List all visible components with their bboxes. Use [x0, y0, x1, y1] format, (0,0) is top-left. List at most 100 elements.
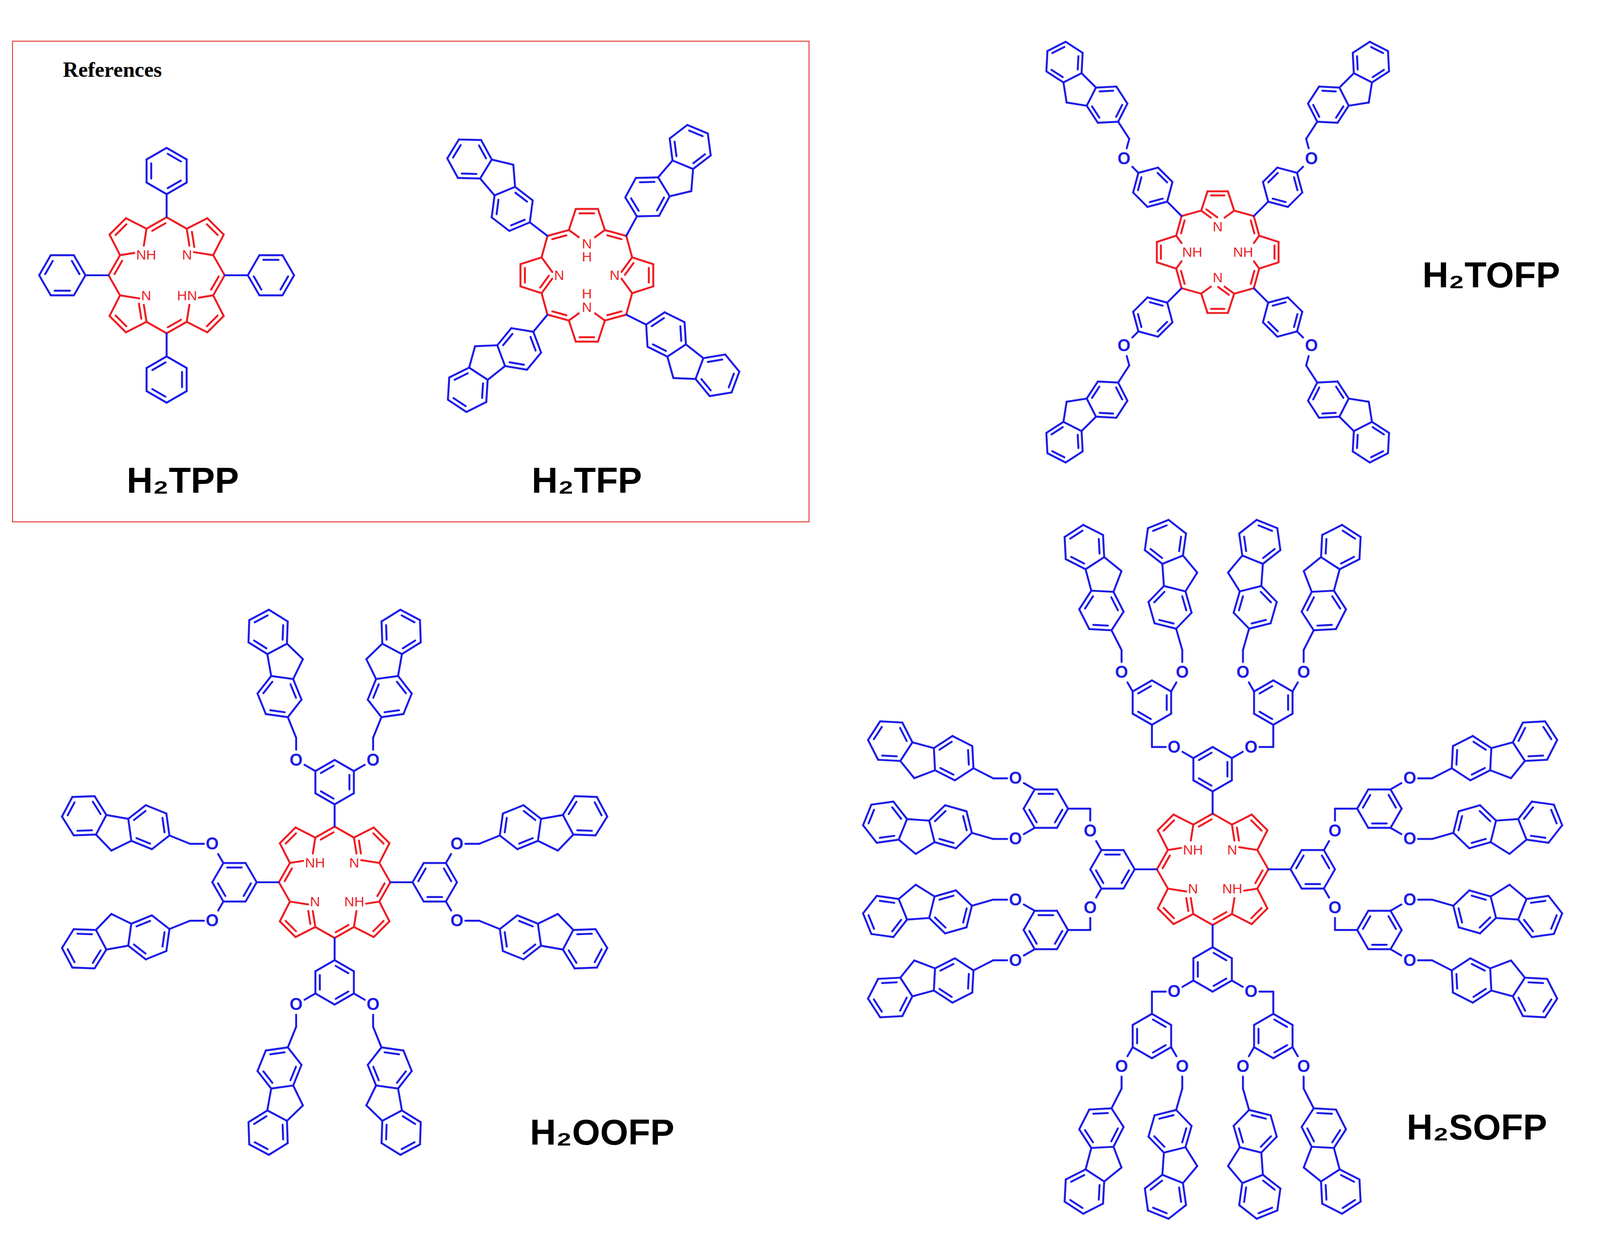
bond-line	[108, 255, 121, 276]
bond-line	[1151, 725, 1153, 748]
bond-line	[335, 966, 349, 974]
bond-line	[1023, 904, 1035, 912]
bond-line	[1307, 400, 1320, 418]
bond-line	[1085, 1170, 1105, 1183]
bond-line	[880, 1016, 903, 1018]
bond-line	[900, 977, 913, 997]
bond-line	[115, 224, 127, 236]
bond-line	[373, 1027, 382, 1048]
bond-line	[1193, 747, 1213, 759]
bond-line	[1057, 930, 1069, 950]
atom-symbol: N	[1212, 270, 1223, 286]
bond-line	[537, 840, 558, 851]
bond-line	[1116, 400, 1128, 418]
bond-line	[1111, 611, 1124, 631]
bond-line	[1388, 795, 1396, 808]
bond-line	[1258, 525, 1272, 532]
bond-line	[1198, 753, 1212, 761]
bond-line	[190, 920, 205, 922]
bond-line	[1323, 889, 1329, 899]
bond-line	[279, 882, 291, 903]
bond-line	[1254, 680, 1274, 692]
bond-line	[1490, 842, 1510, 854]
bond-line	[1176, 261, 1182, 269]
bond-line	[939, 896, 954, 901]
bond-line	[1368, 82, 1372, 103]
bond-line	[1471, 896, 1486, 901]
bond-line	[915, 842, 935, 854]
bond-line	[257, 693, 266, 715]
atom-symbol: O	[1167, 739, 1181, 756]
atom-symbol: O	[1236, 1058, 1250, 1076]
bond-line	[263, 1071, 273, 1084]
bond-line	[1186, 898, 1189, 912]
bond-line	[1470, 770, 1491, 781]
bond-line	[1357, 911, 1369, 931]
bond-line	[1263, 302, 1269, 323]
bond-line	[1512, 977, 1526, 997]
bond-line	[259, 294, 283, 297]
atom-symbol: NH	[1222, 882, 1243, 897]
bond-line	[607, 311, 622, 316]
bond-line	[667, 356, 674, 379]
bond-line	[162, 818, 165, 833]
bond-line	[945, 927, 967, 934]
atom-symbol: O	[289, 752, 303, 769]
bond-line	[1181, 220, 1185, 234]
bond-line	[929, 821, 935, 843]
bond-line	[1113, 571, 1122, 592]
bond-line	[469, 367, 488, 381]
atom-symbol: O	[450, 835, 464, 853]
bond-line	[119, 295, 140, 299]
bond-line	[1307, 103, 1318, 122]
bond-line	[594, 802, 602, 816]
bond-line	[1099, 412, 1114, 414]
bond-line	[150, 163, 153, 179]
atom-symbol: O	[1083, 899, 1097, 917]
bond-line	[1173, 815, 1194, 826]
bond-line	[1211, 791, 1214, 815]
bond-line	[1181, 270, 1185, 284]
bond-line	[863, 896, 878, 914]
bond-line	[245, 882, 257, 903]
bond-line	[379, 843, 390, 864]
bond-line	[379, 863, 391, 883]
bond-line	[403, 1051, 412, 1072]
bond-line	[497, 345, 505, 367]
bond-line	[523, 811, 536, 821]
bond-line	[185, 367, 188, 392]
bond-line	[50, 294, 75, 297]
bond-line	[334, 827, 355, 839]
bond-line	[1471, 839, 1486, 844]
bond-line	[993, 777, 1008, 780]
bond-line	[290, 684, 297, 698]
atom-symbol: NH	[136, 247, 156, 263]
bond-line	[515, 192, 528, 202]
bond-line	[1335, 609, 1346, 630]
bond-line	[1179, 536, 1182, 552]
bond-line	[71, 261, 80, 275]
bond-line	[373, 833, 384, 844]
bond-line	[1164, 586, 1186, 592]
bond-line	[1301, 591, 1312, 612]
bond-line	[1176, 1110, 1192, 1127]
atom-label: N	[349, 855, 360, 871]
bond-line	[1313, 387, 1320, 400]
bond-line	[940, 964, 954, 972]
bond-line	[1263, 322, 1278, 337]
bond-line	[1359, 1179, 1361, 1202]
bond-line	[882, 755, 897, 757]
bond-line	[254, 641, 267, 649]
bond-line	[868, 809, 875, 824]
bond-line	[1070, 1175, 1084, 1183]
bond-line	[1359, 537, 1361, 560]
bond-line	[1495, 819, 1519, 821]
bond-line	[419, 620, 421, 643]
bond-line	[39, 275, 51, 296]
bond-line	[1227, 1147, 1240, 1167]
bond-line	[503, 805, 524, 814]
bond-line	[1093, 625, 1109, 627]
bond-line	[1509, 884, 1527, 900]
bond-line	[372, 1014, 374, 1028]
bond-line	[707, 133, 711, 156]
